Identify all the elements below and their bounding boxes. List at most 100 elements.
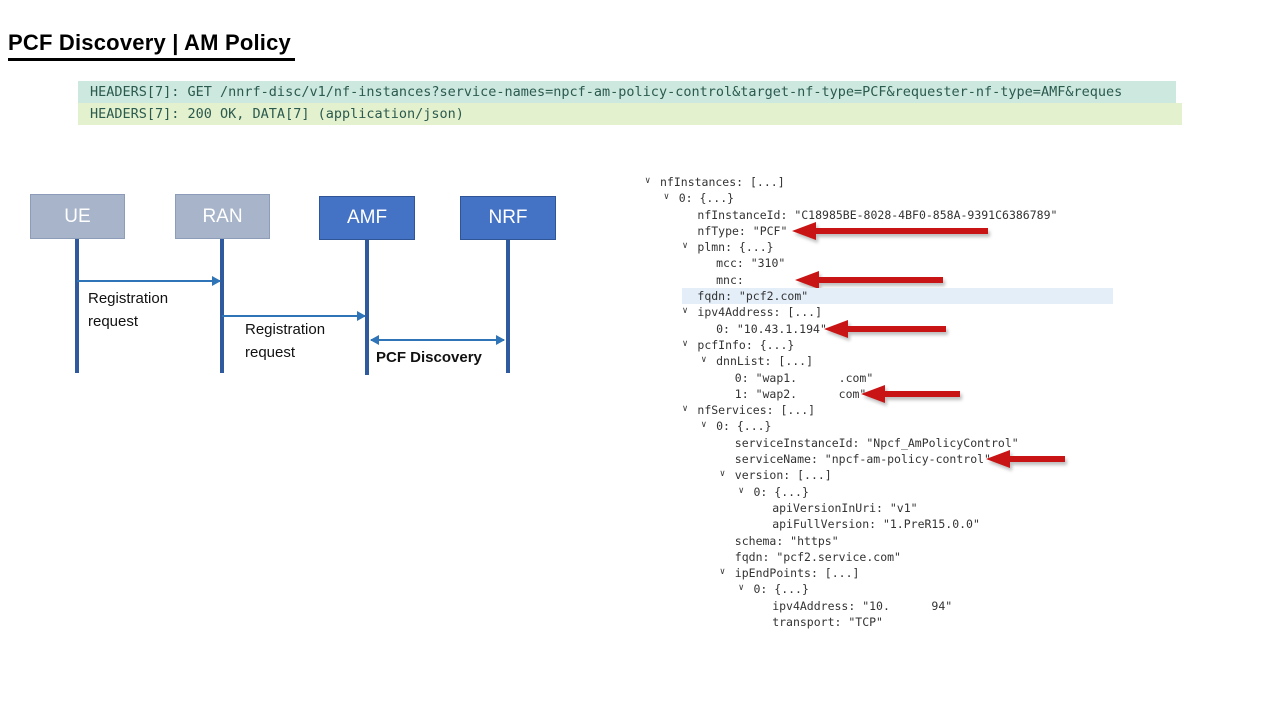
json-key-value: apiVersionInUri: "v1" <box>772 500 918 515</box>
json-key-value: ipv4Address: "10. 94" <box>772 598 953 613</box>
json-key-value: serviceName: "npcf-am-policy-control" <box>734 452 991 467</box>
indent-spacer <box>643 353 701 369</box>
json-key-value: nfInstanceId: "C18985BE-8028-4BF0-858A-9… <box>697 207 1058 222</box>
indent-spacer <box>643 435 720 451</box>
json-key-value: fqdn: "pcf2.com" <box>697 289 809 304</box>
indent-spacer <box>643 223 682 239</box>
arrow-tail <box>845 325 946 332</box>
json-tree-row[interactable]: ∨ version: [...] <box>643 467 1113 483</box>
indent-spacer <box>643 598 757 614</box>
json-key-value: 0: {...} <box>716 419 772 434</box>
json-tree-row[interactable]: ∨pcfInfo: {...} <box>643 337 1113 353</box>
json-tree-viewer: ∨nfInstances: [...]∨0: {...}nfInstanceId… <box>643 174 1113 630</box>
arrow-head <box>795 270 819 289</box>
json-tree-row[interactable]: ∨plmn: {...} <box>643 239 1113 255</box>
json-tree-row: 1: "wap2. com" <box>643 384 1113 403</box>
row-content: fqdn: "pcf2.service.com" <box>720 549 1113 565</box>
row-content: serviceName: "npcf-am-policy-control" <box>720 451 1113 467</box>
arrow-tail <box>882 390 960 397</box>
row-content: ∨ ipEndPoints: [...] <box>720 565 1113 581</box>
chevron-down-icon[interactable]: ∨ <box>682 241 688 252</box>
json-tree-row: nfInstanceId: "C18985BE-8028-4BF0-858A-9… <box>643 207 1113 223</box>
lifeline-ran <box>220 239 224 373</box>
json-tree-row: 0: "wap1. .com" <box>643 370 1113 386</box>
json-tree-row[interactable]: ∨ ipEndPoints: [...] <box>643 565 1113 581</box>
row-content: 0: "10.43.1.194" <box>701 321 1113 337</box>
json-tree-row[interactable]: ∨nfInstances: [...] <box>643 174 1113 190</box>
row-content: nfInstanceId: "C18985BE-8028-4BF0-858A-9… <box>682 207 1113 223</box>
chevron-down-icon[interactable]: ∨ <box>701 355 707 366</box>
annotation-arrow-icon <box>795 270 943 289</box>
row-content: ∨dnnList: [...] <box>701 353 1113 369</box>
json-tree-row[interactable]: ∨ 0: {...} <box>643 190 1113 206</box>
message-arrow <box>77 276 221 286</box>
indent-spacer <box>643 386 720 402</box>
json-tree-row: fqdn: "pcf2.com" <box>643 288 1113 305</box>
json-key-value: apiFullVersion: "1.PreR15.0.0" <box>772 517 980 532</box>
row-content: mcc: "310" <box>701 255 1113 271</box>
chevron-down-icon[interactable]: ∨ <box>682 404 688 415</box>
indent-spacer <box>643 418 701 434</box>
indent-spacer <box>643 451 720 467</box>
actor-label: RAN <box>202 205 243 227</box>
chevron-down-icon[interactable]: ∨ <box>738 583 744 594</box>
chevron-down-icon[interactable]: ∨ <box>701 420 707 431</box>
arrow-head <box>986 450 1010 469</box>
lifeline-ue <box>75 239 79 373</box>
chevron-down-icon[interactable]: ∨ <box>682 306 688 317</box>
arrow-tail <box>813 227 988 234</box>
arrow-tail <box>1007 456 1065 463</box>
indent-spacer <box>643 207 682 223</box>
actor-label: AMF <box>346 207 388 228</box>
indent-spacer <box>643 533 720 549</box>
chevron-down-icon[interactable]: ∨ <box>645 176 651 186</box>
row-content: schema: "https" <box>720 533 1113 549</box>
json-key-value: 0: {...} <box>753 484 809 499</box>
json-key-value: ipEndPoints: [...] <box>734 566 860 581</box>
json-tree-row: serviceInstanceId: "Npcf_AmPolicyControl… <box>643 435 1113 451</box>
chevron-down-icon[interactable]: ∨ <box>719 469 726 480</box>
json-key-value: 0: "10.43.1.194" <box>716 321 827 336</box>
json-tree-row: schema: "https" <box>643 533 1113 549</box>
indent-spacer <box>643 239 682 255</box>
indent-spacer <box>643 288 682 304</box>
json-key-value: 0: {...} <box>678 191 735 206</box>
json-tree-row[interactable]: ∨ 0: {...} <box>643 581 1113 597</box>
json-key-value: schema: "https" <box>734 533 839 548</box>
json-tree-row[interactable]: ∨ 0: {...} <box>643 484 1113 500</box>
json-tree-row[interactable]: ∨ 0: {...} <box>643 418 1113 434</box>
row-content: ∨ 0: {...} <box>739 484 1114 500</box>
json-tree-row[interactable]: ∨dnnList: [...] <box>643 353 1113 369</box>
row-content: apiFullVersion: "1.PreR15.0.0" <box>757 516 1113 532</box>
chevron-down-icon[interactable]: ∨ <box>663 192 670 203</box>
json-tree-row: apiVersionInUri: "v1" <box>643 500 1113 516</box>
json-tree-row: transport: "TCP" <box>643 614 1113 630</box>
row-content: apiVersionInUri: "v1" <box>757 500 1113 516</box>
http-request-line: HEADERS[7]: GET /nnrf-disc/v1/nf-instanc… <box>78 81 1176 103</box>
indent-spacer <box>643 272 701 288</box>
indent-spacer <box>643 337 682 353</box>
annotation-arrow-icon <box>986 450 1065 469</box>
json-key-value: 0: {...} <box>753 582 809 597</box>
json-key-value: nfServices: [...] <box>697 403 816 418</box>
indent-spacer <box>643 190 664 206</box>
chevron-down-icon[interactable]: ∨ <box>738 485 744 496</box>
annotation-arrow-icon <box>824 319 946 338</box>
row-content: 1: "wap2. com" <box>720 386 1113 402</box>
chevron-down-icon[interactable]: ∨ <box>682 338 688 349</box>
json-key-value: 1: "wap2. com" <box>734 386 867 401</box>
json-tree-row: nfType: "PCF" <box>643 221 1113 240</box>
json-tree-row: serviceName: "npcf-am-policy-control" <box>643 450 1113 469</box>
json-tree-row[interactable]: ∨ipv4Address: [...] <box>643 304 1113 320</box>
row-content: ∨pcfInfo: {...} <box>682 337 1113 353</box>
message-arrow <box>370 335 505 345</box>
json-tree-row[interactable]: ∨ nfServices: [...] <box>643 402 1113 418</box>
chevron-down-icon[interactable]: ∨ <box>719 567 726 578</box>
message-label: Registration request <box>88 290 169 330</box>
row-content: ∨ 0: {...} <box>739 581 1114 597</box>
json-tree-row: mcc: "310" <box>643 255 1113 271</box>
arrowhead-right-icon <box>496 335 505 345</box>
json-key-value: version: [...] <box>734 468 832 483</box>
indent-spacer <box>643 370 720 386</box>
